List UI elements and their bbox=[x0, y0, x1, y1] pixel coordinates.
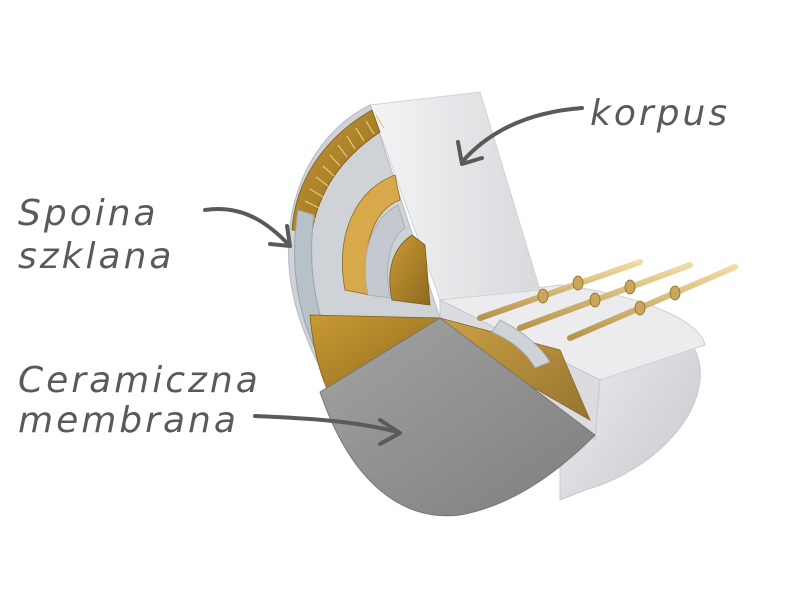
arrow-spoina bbox=[203, 207, 290, 246]
label-spoina-line1: Spoina bbox=[18, 193, 159, 234]
label-membrana-line1: Ceramiczna bbox=[18, 360, 261, 401]
label-korpus: korpus bbox=[590, 93, 730, 134]
arrows bbox=[203, 106, 584, 446]
pin bbox=[477, 259, 643, 321]
cross-section bbox=[288, 104, 591, 421]
pin bbox=[517, 262, 693, 331]
arrow-membrana-head bbox=[378, 418, 402, 446]
arrow-korpus bbox=[460, 106, 584, 164]
arrow-korpus-head bbox=[456, 140, 484, 166]
arrow-spoina-head bbox=[268, 224, 292, 248]
connector-pins bbox=[477, 259, 738, 341]
label-spoina-line2: szklana bbox=[18, 236, 174, 277]
ceramic-membrane bbox=[319, 317, 596, 517]
arrow-membrana bbox=[253, 414, 400, 434]
pin bbox=[567, 264, 738, 341]
label-membrana-line2: membrana bbox=[18, 400, 239, 441]
